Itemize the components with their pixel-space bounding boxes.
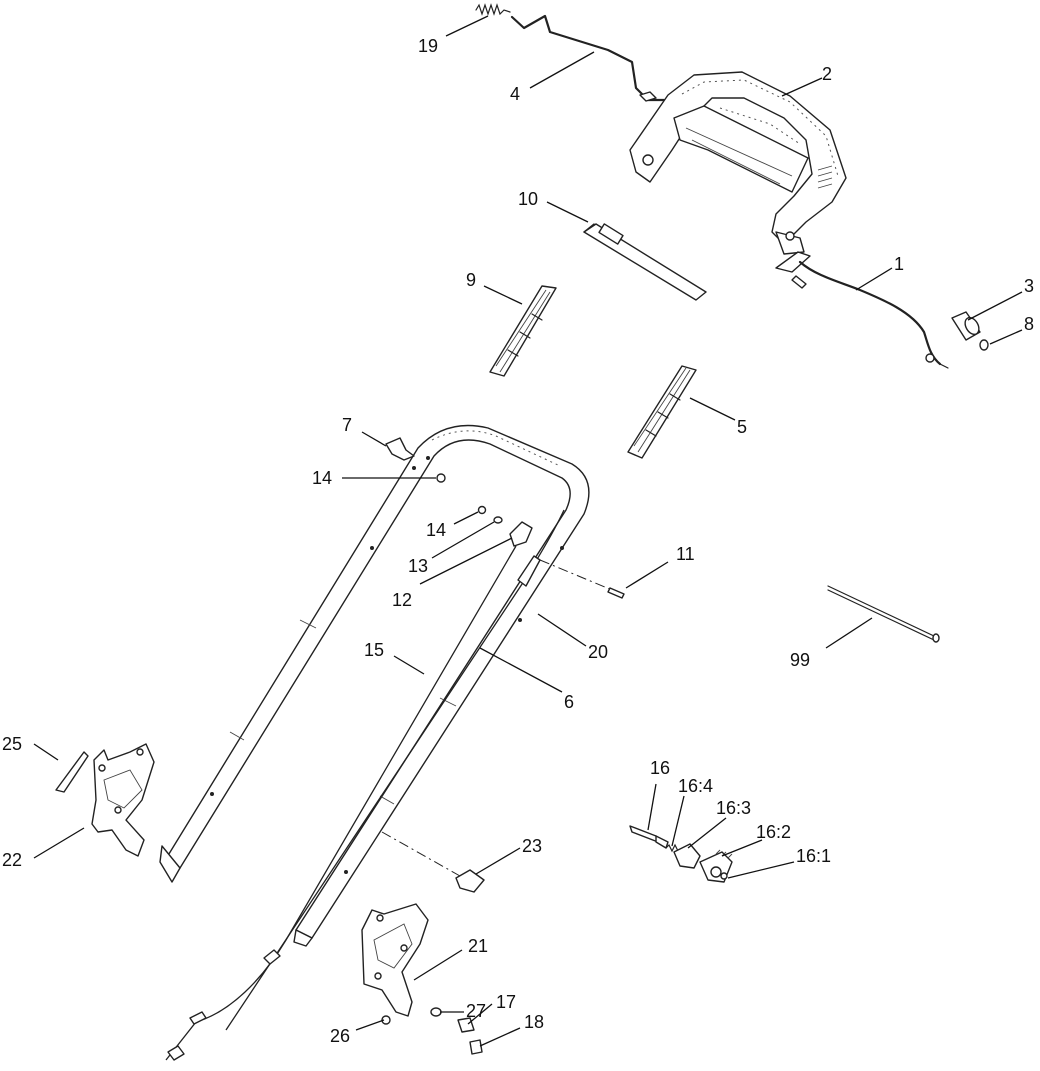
callout-15: 15	[364, 640, 384, 660]
callout-16-3: 16:3	[716, 798, 751, 818]
callout-23: 23	[522, 836, 542, 856]
callout-5: 5	[737, 417, 747, 437]
part-14-nut-lower	[477, 505, 487, 515]
callout-labels: 19 4 2 10 1 3 8 9 5 7 14 14 13 12 11 20 …	[2, 36, 1034, 1046]
callout-7: 7	[342, 415, 352, 435]
callout-12: 12	[392, 590, 412, 610]
callout-21: 21	[468, 936, 488, 956]
part-26-nut	[381, 1015, 391, 1025]
callout-99: 99	[790, 650, 810, 670]
callout-19: 19	[418, 36, 438, 56]
part-1-cable	[775, 251, 949, 369]
callout-25: 25	[2, 734, 22, 754]
part-10-decal	[583, 223, 707, 301]
callout-8: 8	[1024, 314, 1034, 334]
part-8-nut	[979, 339, 989, 351]
callout-14-upper: 14	[312, 468, 332, 488]
part-18-bolt	[469, 1039, 483, 1055]
part-5-guide	[627, 365, 697, 459]
callout-13: 13	[408, 556, 428, 576]
callout-27: 27	[466, 1001, 486, 1021]
part-20-cable	[225, 509, 565, 1031]
part-7-clip	[385, 437, 415, 461]
part-6-lower-handle	[159, 424, 590, 947]
callout-10: 10	[518, 189, 538, 209]
part-21-bracket	[361, 903, 429, 1017]
callout-3: 3	[1024, 276, 1034, 296]
callout-17: 17	[496, 992, 516, 1012]
part-3-knob	[951, 311, 981, 341]
part-19-spring	[475, 3, 511, 16]
part-9-guide	[489, 285, 557, 377]
part-16-2-knob	[699, 849, 733, 883]
part-13-washer	[493, 516, 503, 524]
part-27-washer	[430, 1007, 442, 1017]
callout-18: 18	[524, 1012, 544, 1032]
callout-16-2: 16:2	[756, 822, 791, 842]
part-15-cable	[165, 545, 517, 1061]
leader-lines	[33, 15, 1023, 1047]
part-12-cable-guide	[509, 521, 533, 547]
part-14-nut-upper	[436, 473, 446, 483]
callout-6: 6	[564, 692, 574, 712]
callout-16-4: 16:4	[678, 776, 713, 796]
part-11-bolt	[539, 559, 625, 599]
callout-20: 20	[588, 642, 608, 662]
part-2-upper-handle	[629, 71, 847, 255]
callout-9: 9	[466, 270, 476, 290]
callout-2: 2	[822, 64, 832, 84]
part-4-rod	[510, 14, 666, 102]
part-16-shaft	[629, 825, 669, 849]
callout-16: 16	[650, 758, 670, 778]
part-16-1-nut	[720, 872, 728, 880]
callout-11: 11	[676, 544, 695, 564]
part-22-bracket	[91, 743, 155, 857]
callout-22: 22	[2, 850, 22, 870]
callout-1: 1	[894, 254, 904, 274]
callout-4: 4	[510, 84, 520, 104]
part-16-3-body	[673, 843, 701, 869]
callout-14-lower: 14	[426, 520, 446, 540]
part-99-cable-tie	[827, 585, 940, 643]
part-23-spacer	[381, 831, 485, 893]
callout-26: 26	[330, 1026, 350, 1046]
part-25-decal	[55, 751, 89, 793]
callout-16-1: 16:1	[796, 846, 831, 866]
part-16-4-spring	[665, 843, 679, 853]
